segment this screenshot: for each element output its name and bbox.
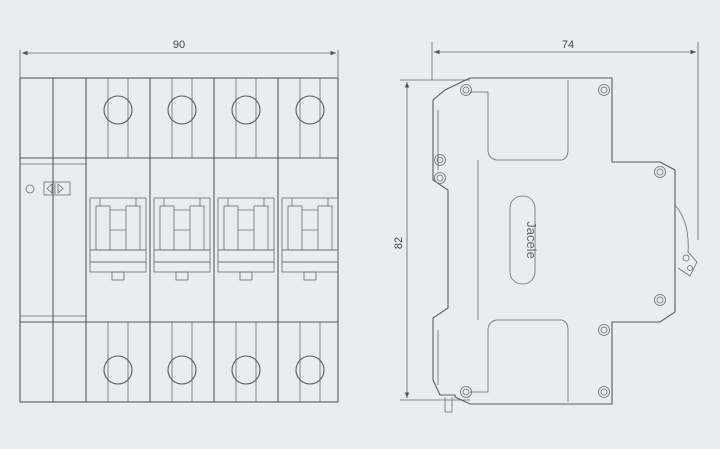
breaker-poles xyxy=(89,78,339,402)
terminal-screw-bottom xyxy=(295,355,325,385)
side-screw xyxy=(654,294,666,306)
dimension-height: 82 xyxy=(393,79,470,401)
breaker-outline xyxy=(19,77,339,403)
side-view: 74 82 Jace xyxy=(393,39,699,413)
accessory-module xyxy=(25,181,71,196)
terminal-screw-bottom xyxy=(231,355,261,385)
terminal-screw-top xyxy=(231,95,261,125)
pole-4 xyxy=(281,78,339,402)
handle-lever xyxy=(281,249,339,263)
pole-1 xyxy=(89,78,147,402)
handle-lever xyxy=(217,249,275,263)
side-screw xyxy=(598,84,610,96)
side-screw xyxy=(598,324,610,336)
side-screw xyxy=(460,386,472,398)
indicator-window xyxy=(43,181,71,196)
side-screws xyxy=(434,84,666,398)
front-view: 90 xyxy=(19,39,339,403)
dimension-depth: 74 xyxy=(431,39,699,240)
terminal-screw-top xyxy=(167,95,197,125)
handle-lever xyxy=(89,249,147,263)
side-screw xyxy=(654,166,666,178)
brand-logo-text: Jacele xyxy=(524,221,539,259)
dimension-width-label: 90 xyxy=(173,39,185,51)
pole-2 xyxy=(153,78,211,402)
terminal-screw-bottom xyxy=(167,355,197,385)
pole-3 xyxy=(217,78,275,402)
terminal-screw-top xyxy=(103,95,133,125)
dimension-width: 90 xyxy=(19,39,339,78)
handle-lever xyxy=(153,249,211,263)
dimension-height-label: 82 xyxy=(393,237,405,249)
side-screw xyxy=(434,154,446,166)
side-housing xyxy=(432,77,698,413)
brand-logo: Jacele xyxy=(509,195,539,285)
terminal-screw-top xyxy=(295,95,325,125)
indicator-circle xyxy=(25,184,35,194)
side-screw xyxy=(460,84,472,96)
side-screw xyxy=(434,172,446,184)
terminal-screw-bottom xyxy=(103,355,133,385)
dimension-depth-label: 74 xyxy=(562,39,574,51)
side-screw xyxy=(598,386,610,398)
